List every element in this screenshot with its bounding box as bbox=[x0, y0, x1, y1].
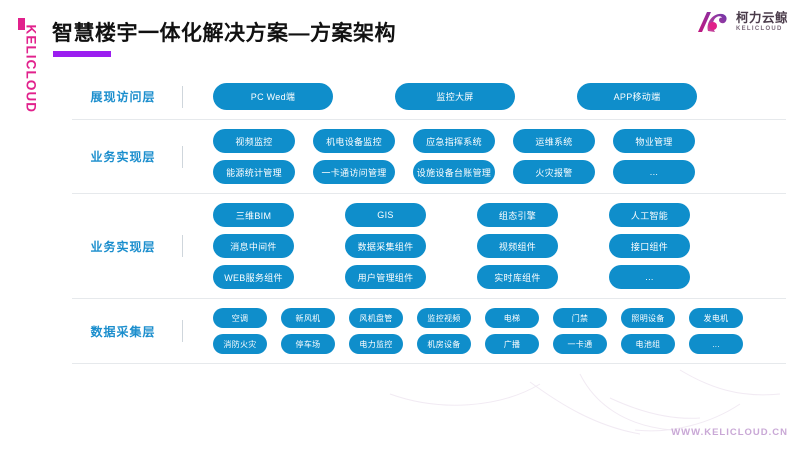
pill-item[interactable]: 应急指挥系统 bbox=[413, 129, 495, 153]
layer-body-business-systems: 视频监控 机电设备监控 应急指挥系统 运维系统 物业管理 能源统计管理 一卡通访… bbox=[189, 120, 786, 193]
pill-item[interactable]: 机电设备监控 bbox=[313, 129, 395, 153]
pill-item[interactable]: 接口组件 bbox=[609, 234, 690, 258]
layer-business-systems: 业务实现层 视频监控 机电设备监控 应急指挥系统 运维系统 物业管理 能源统计管… bbox=[72, 120, 786, 194]
pill-row: PC Wed端 监控大屏 APP移动端 bbox=[213, 83, 786, 110]
logo-name-en: KELICLOUD bbox=[735, 26, 783, 33]
brand-rail-bar bbox=[18, 18, 25, 30]
pill-item[interactable]: APP移动端 bbox=[577, 83, 697, 110]
pill-item[interactable]: ... bbox=[609, 265, 690, 289]
pill-item[interactable]: WEB服务组件 bbox=[213, 265, 294, 289]
decorative-swoosh-graphic bbox=[380, 364, 800, 454]
layer-access: 展现访问层 PC Wed端 监控大屏 APP移动端 bbox=[72, 74, 786, 120]
pill-row: 视频监控 机电设备监控 应急指挥系统 运维系统 物业管理 bbox=[213, 129, 786, 153]
pill-item[interactable]: ... bbox=[689, 334, 743, 354]
pill-row: 消防火灾 停车场 电力监控 机房设备 广播 一卡通 电池组 ... bbox=[213, 334, 786, 354]
pill-item[interactable]: 门禁 bbox=[553, 308, 607, 328]
company-logo: 柯力云鲸 KELICLOUD bbox=[695, 9, 788, 35]
pill-row: 能源统计管理 一卡通访问管理 设施设备台账管理 火灾报警 ... bbox=[213, 160, 786, 184]
pill-item[interactable]: 数据采集组件 bbox=[345, 234, 426, 258]
pill-item[interactable]: 一卡通 bbox=[553, 334, 607, 354]
pill-item[interactable]: 三维BIM bbox=[213, 203, 294, 227]
layer-business-components: 业务实现层 三维BIM GIS 组态引擎 人工智能 消息中间件 数据采集组件 视… bbox=[72, 194, 786, 299]
pill-item[interactable]: GIS bbox=[345, 203, 426, 227]
pill-item[interactable]: 视频组件 bbox=[477, 234, 558, 258]
pill-item[interactable]: 监控大屏 bbox=[395, 83, 515, 110]
layer-divider bbox=[182, 145, 183, 168]
pill-row: 空调 新风机 风机盘管 监控视频 电梯 门禁 照明设备 发电机 bbox=[213, 308, 786, 328]
layer-body-access: PC Wed端 监控大屏 APP移动端 bbox=[189, 74, 786, 119]
pill-row: 三维BIM GIS 组态引擎 人工智能 bbox=[213, 203, 786, 227]
pill-item[interactable]: 电力监控 bbox=[349, 334, 403, 354]
logo-wordmark: 柯力云鲸 KELICLOUD bbox=[736, 12, 788, 33]
logo-name-cn: 柯力云鲸 bbox=[735, 10, 788, 25]
pill-item[interactable]: 设施设备台账管理 bbox=[413, 160, 495, 184]
pill-item[interactable]: 用户管理组件 bbox=[345, 265, 426, 289]
layer-label-business-components: 业务实现层 bbox=[90, 239, 156, 254]
pill-item[interactable]: 消防火灾 bbox=[213, 334, 267, 354]
layer-label-access: 展现访问层 bbox=[90, 90, 156, 104]
pill-item[interactable]: 人工智能 bbox=[609, 203, 690, 227]
layer-divider bbox=[182, 235, 183, 257]
pill-item[interactable]: PC Wed端 bbox=[213, 83, 333, 110]
pill-item[interactable]: 视频监控 bbox=[213, 129, 295, 153]
pill-item[interactable]: 广播 bbox=[485, 334, 539, 354]
layer-label-business-systems: 业务实现层 bbox=[90, 150, 156, 164]
whale-logo-icon bbox=[695, 9, 731, 35]
pill-item[interactable]: 照明设备 bbox=[621, 308, 675, 328]
pill-item[interactable]: 空调 bbox=[213, 308, 267, 328]
footer-url: WWW.KELICLOUD.CN bbox=[671, 427, 788, 438]
pill-item[interactable]: 组态引擎 bbox=[477, 203, 558, 227]
pill-item[interactable]: 电梯 bbox=[485, 308, 539, 328]
brand-rail: KELICLOUD bbox=[14, 18, 40, 148]
architecture-diagram: 展现访问层 PC Wed端 监控大屏 APP移动端 业务实现层 视频监控 机电设… bbox=[72, 74, 786, 364]
pill-item[interactable]: 能源统计管理 bbox=[213, 160, 295, 184]
layer-divider bbox=[182, 320, 183, 342]
pill-item[interactable]: 实时库组件 bbox=[477, 265, 558, 289]
pill-item[interactable]: 电池组 bbox=[621, 334, 675, 354]
pill-item[interactable]: 运维系统 bbox=[513, 129, 595, 153]
pill-item[interactable]: ... bbox=[613, 160, 695, 184]
page-title: 智慧楼宇一体化解决方案—方案架构 bbox=[52, 22, 396, 45]
brand-rail-text: KELICLOUD bbox=[23, 24, 39, 114]
pill-item[interactable]: 物业管理 bbox=[613, 129, 695, 153]
pill-item[interactable]: 火灾报警 bbox=[513, 160, 595, 184]
layer-label-data-collection: 数据采集层 bbox=[90, 324, 156, 339]
pill-row: WEB服务组件 用户管理组件 实时库组件 ... bbox=[213, 265, 786, 289]
layer-divider bbox=[182, 85, 183, 108]
pill-item[interactable]: 一卡通访问管理 bbox=[313, 160, 395, 184]
title-underline bbox=[53, 51, 111, 57]
layer-body-data-collection: 空调 新风机 风机盘管 监控视频 电梯 门禁 照明设备 发电机 消防火灾 停车场… bbox=[189, 299, 786, 363]
pill-item[interactable]: 机房设备 bbox=[417, 334, 471, 354]
pill-item[interactable]: 发电机 bbox=[689, 308, 743, 328]
pill-item[interactable]: 停车场 bbox=[281, 334, 335, 354]
layer-body-business-components: 三维BIM GIS 组态引擎 人工智能 消息中间件 数据采集组件 视频组件 接口… bbox=[189, 194, 786, 298]
pill-item[interactable]: 新风机 bbox=[281, 308, 335, 328]
pill-item[interactable]: 监控视频 bbox=[417, 308, 471, 328]
pill-item[interactable]: 风机盘管 bbox=[349, 308, 403, 328]
pill-item[interactable]: 消息中间件 bbox=[213, 234, 294, 258]
layer-data-collection: 数据采集层 空调 新风机 风机盘管 监控视频 电梯 门禁 照明设备 发电机 消防… bbox=[72, 299, 786, 364]
pill-row: 消息中间件 数据采集组件 视频组件 接口组件 bbox=[213, 234, 786, 258]
